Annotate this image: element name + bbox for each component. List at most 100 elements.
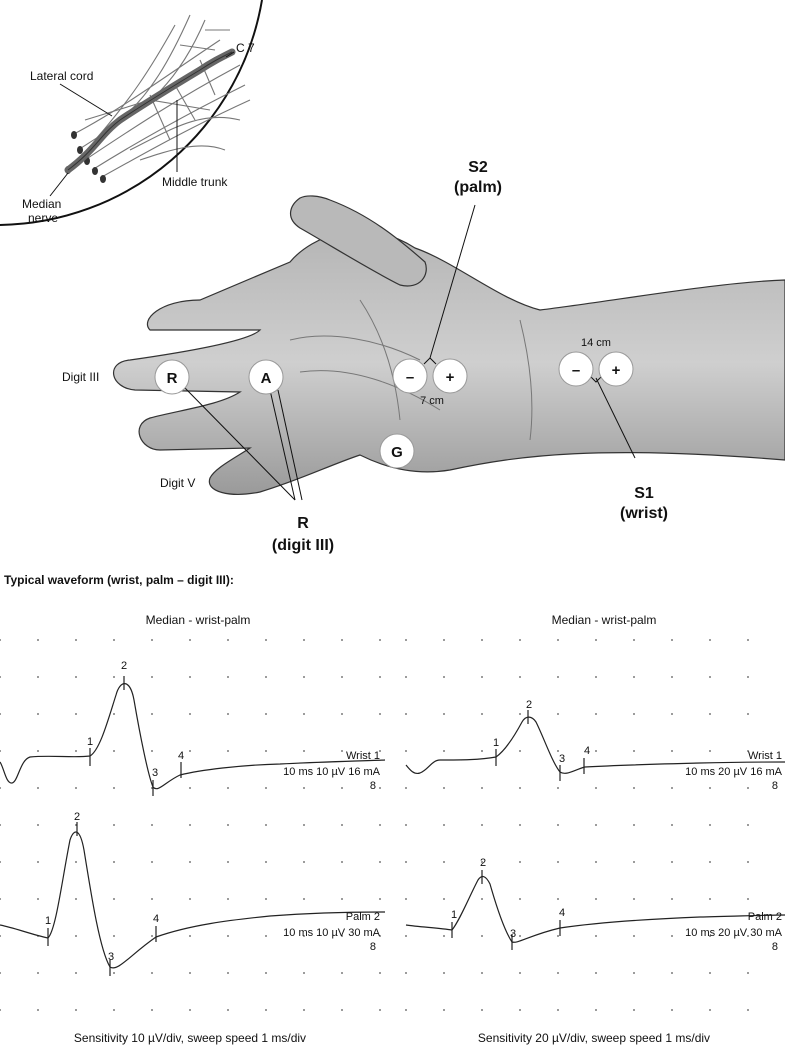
grid-dot (227, 935, 229, 937)
grid-dot (481, 1009, 483, 1011)
grid-dot (443, 824, 445, 826)
grid-dot (557, 787, 559, 789)
grid-dot (443, 972, 445, 974)
grid-dot (151, 824, 153, 826)
grid-dot (151, 750, 153, 752)
grid-dot (443, 750, 445, 752)
label-c7: C 7 (236, 41, 255, 55)
grid-dot (341, 787, 343, 789)
grid-dot (189, 787, 191, 789)
grid-dot (0, 972, 1, 974)
grid-dot (265, 713, 267, 715)
grid-dot (75, 1009, 77, 1011)
grid-dot (595, 676, 597, 678)
grid-dot (595, 750, 597, 752)
grid-dot (709, 713, 711, 715)
grid-dot (0, 898, 1, 900)
grid-dot (151, 639, 153, 641)
marker-2: 2 (526, 699, 532, 711)
grid-dot (443, 861, 445, 863)
grid-dot (379, 713, 381, 715)
grid-dot (671, 787, 673, 789)
grid-dot (519, 750, 521, 752)
grid-dot (303, 713, 305, 715)
grid-dot (671, 824, 673, 826)
electrodes: R A G – + – + (154, 351, 634, 469)
grid-dot (113, 935, 115, 937)
grid-dot (709, 898, 711, 900)
grid-dot (303, 1009, 305, 1011)
grid-dot (633, 1009, 635, 1011)
trace-right-wrist: 1 2 3 4 Wrist 1 10 ms 20 µV 16 mA 8 (405, 699, 785, 792)
grid-dot (633, 898, 635, 900)
grid-dot (189, 713, 191, 715)
svg-text:–: – (572, 362, 580, 379)
marker-4: 4 (178, 750, 184, 762)
grid-dot (405, 676, 407, 678)
grid-dot (0, 750, 1, 752)
grid-dot (303, 676, 305, 678)
marker-1: 1 (493, 737, 499, 749)
grid-dot (747, 787, 749, 789)
grid-dot (595, 861, 597, 863)
grid-dot (709, 750, 711, 752)
grid-dot (379, 676, 381, 678)
grid-dot (519, 935, 521, 937)
label-distance-wrist: 14 cm (581, 337, 611, 349)
label-distance-palm: 7 cm (420, 395, 444, 407)
electrode-wrist-anode: + (598, 351, 634, 387)
grid-dot (75, 639, 77, 641)
grid-dot (519, 824, 521, 826)
grid-dot (671, 935, 673, 937)
label-s2-sub: (palm) (454, 179, 502, 196)
svg-text:R: R (167, 370, 178, 387)
inset-leader-lines (49, 51, 235, 197)
grid-dot (227, 1009, 229, 1011)
grid-dot (75, 750, 77, 752)
grid-dot (671, 676, 673, 678)
electrode-ground: G (379, 433, 415, 469)
grid-dot (405, 935, 407, 937)
grid-dot (37, 676, 39, 678)
grid-dot (265, 676, 267, 678)
grid-dot (519, 639, 521, 641)
grid-dot (557, 676, 559, 678)
electrode-wrist-cathode: – (558, 351, 594, 387)
grid-dot (481, 898, 483, 900)
marker-1: 1 (45, 915, 51, 927)
grid-dot (227, 713, 229, 715)
label-r-sub: (digit III) (272, 537, 334, 554)
grid-dot (557, 1009, 559, 1011)
grid-dot (443, 787, 445, 789)
grid-dot (633, 824, 635, 826)
grid-dot (595, 639, 597, 641)
grid-dot (113, 713, 115, 715)
grid-dot (747, 639, 749, 641)
grid-dot (747, 1009, 749, 1011)
grid-dot (113, 1009, 115, 1011)
grid-dot (557, 824, 559, 826)
grid-dot (37, 972, 39, 974)
grid-dot (265, 898, 267, 900)
grid-dot (379, 935, 381, 937)
grid-dot (747, 824, 749, 826)
grid-dot (519, 676, 521, 678)
grid-dot (341, 713, 343, 715)
grid-dot (519, 787, 521, 789)
grid-dot (341, 639, 343, 641)
grid-dot (0, 861, 1, 863)
grid-dot (405, 898, 407, 900)
hand-illustration (112, 195, 785, 495)
label-digit-v: Digit V (160, 476, 195, 490)
trace-count: 8 (772, 780, 778, 792)
trace-right-palm: 1 2 3 4 Palm 2 10 ms 20 µV 30 mA 8 (405, 857, 785, 953)
grid-dot (481, 787, 483, 789)
marker-4: 4 (584, 745, 590, 757)
grid-dot (151, 898, 153, 900)
grid-dot (379, 972, 381, 974)
grid-dot (481, 972, 483, 974)
grid-dot (303, 861, 305, 863)
grid-dot (379, 1009, 381, 1011)
grid-dot (341, 861, 343, 863)
